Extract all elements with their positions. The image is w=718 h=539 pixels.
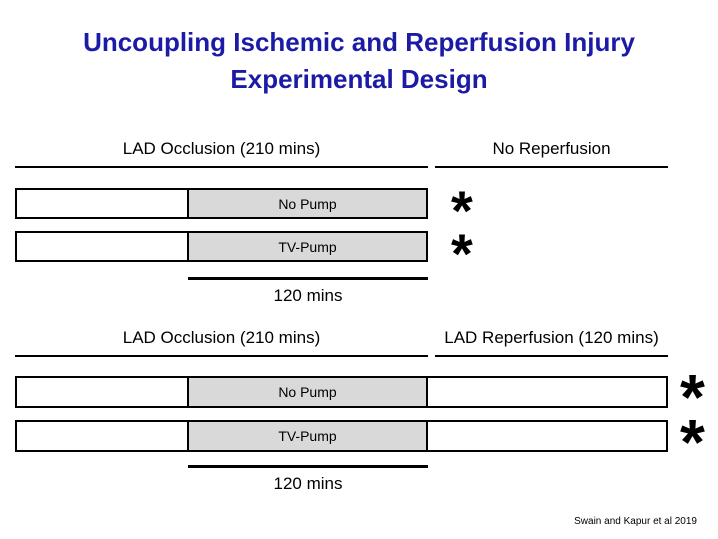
title-line-1: Uncoupling Ischemic and Reperfusion Inju… <box>83 27 635 57</box>
slide-title: Uncoupling Ischemic and Reperfusion Inju… <box>0 24 718 98</box>
phase-label-lad-occlusion-2: LAD Occlusion (210 mins) <box>122 328 321 347</box>
duration-label-2: 120 mins <box>273 474 343 493</box>
baseline-segment <box>17 378 187 406</box>
timeline-bar-no-pump-2: No Pump <box>15 376 668 408</box>
phase-line-occlusion-2 <box>15 355 428 357</box>
duration-underline-1 <box>188 277 428 280</box>
reperfusion-segment <box>428 422 666 450</box>
timeline-bar-no-pump-1: No Pump <box>15 188 428 219</box>
phase-label-no-reperfusion: No Reperfusion <box>492 139 611 158</box>
pump-segment-label: No Pump <box>187 378 428 406</box>
title-line-2: Experimental Design <box>230 64 488 94</box>
phase-label-lad-occlusion-1: LAD Occlusion (210 mins) <box>122 139 321 158</box>
phase-line-occlusion-1 <box>15 166 428 168</box>
reperfusion-segment <box>428 378 666 406</box>
baseline-segment <box>17 190 187 217</box>
timeline-bar-tv-pump-2: TV-Pump <box>15 420 668 452</box>
pump-segment-label: No Pump <box>187 190 426 217</box>
significance-asterisk: * <box>451 222 473 285</box>
significance-asterisk: * <box>680 361 705 433</box>
timeline-bar-tv-pump-1: TV-Pump <box>15 231 428 262</box>
pump-segment-label: TV-Pump <box>187 233 426 260</box>
duration-label-1: 120 mins <box>273 286 343 305</box>
citation: Swain and Kapur et al 2019 <box>574 516 697 527</box>
duration-underline-2 <box>188 465 428 468</box>
phase-label-lad-reperfusion: LAD Reperfusion (120 mins) <box>444 328 659 347</box>
phase-line-reperfusion <box>435 355 668 357</box>
significance-asterisk: * <box>680 406 705 478</box>
significance-asterisk: * <box>451 179 473 242</box>
baseline-segment <box>17 422 187 450</box>
phase-line-no-reperfusion <box>435 166 668 168</box>
baseline-segment <box>17 233 187 260</box>
pump-segment-label: TV-Pump <box>187 422 428 450</box>
